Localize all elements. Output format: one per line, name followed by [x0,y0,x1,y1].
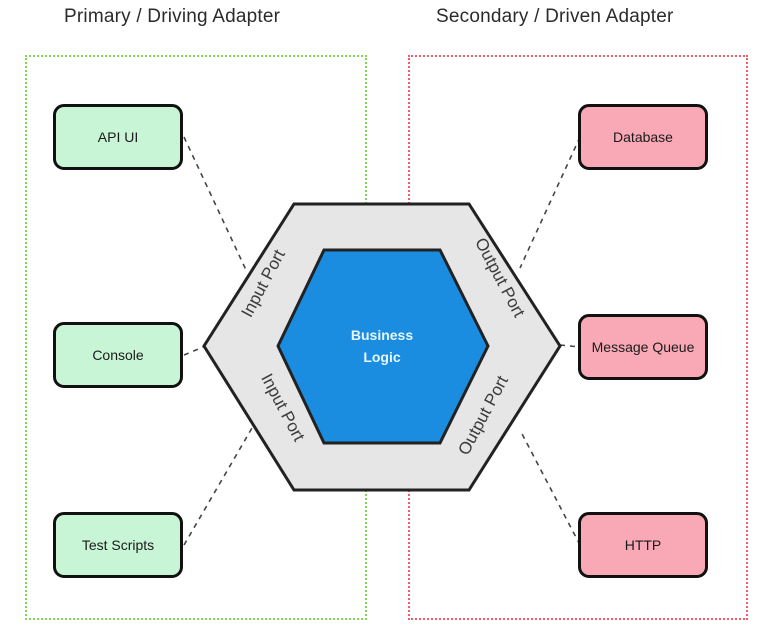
adapter-api-ui: API UI [53,104,183,170]
primary-adapter-heading: Primary / Driving Adapter [64,6,281,27]
connector-database [519,136,581,269]
adapter-database: Database [578,104,708,170]
inner-hexagon-core [276,248,490,445]
connector-test-scripts [183,427,253,546]
connector-message-queue [559,344,581,348]
adapter-console: Console [53,322,183,388]
business-logic-line2: Logic [363,349,401,365]
connector-api-ui [183,136,247,271]
business-logic-line1: Business [351,327,413,343]
connector-http [519,429,581,546]
adapter-test-scripts: Test Scripts [53,512,183,578]
adapter-message-queue: Message Queue [578,314,708,380]
secondary-adapter-heading: Secondary / Driven Adapter [436,6,674,27]
adapter-http: HTTP [578,512,708,578]
